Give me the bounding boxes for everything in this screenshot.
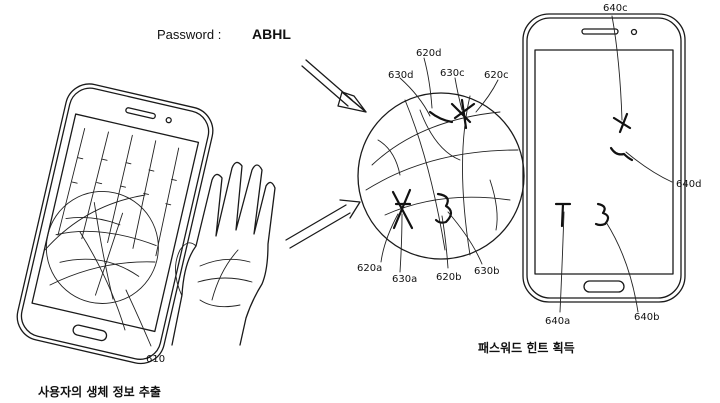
ref-630c: 630c [440, 68, 465, 79]
ref-620b: 620b [436, 272, 461, 283]
camera-icon [630, 28, 638, 36]
hand-illustration [171, 161, 276, 346]
ref-640c: 640c [603, 3, 628, 14]
hint-char-h [612, 112, 632, 134]
ref-620d: 620d [416, 48, 441, 59]
arrow-bottom [285, 199, 361, 249]
caption-password-hint: 패스워드 힌트 획득 [478, 340, 575, 355]
leader-lines [125, 15, 673, 347]
ref-630a: 630a [392, 274, 417, 285]
speaker-icon [581, 28, 619, 35]
ref-620a: 620a [357, 263, 382, 274]
camera-icon [165, 116, 172, 124]
password-value: ABHL [252, 26, 291, 42]
left-phone [16, 83, 214, 365]
password-label: Password : [157, 27, 221, 42]
right-phone [522, 13, 686, 303]
hint-char-b [594, 202, 610, 227]
home-button-icon [72, 324, 108, 342]
char-l-trace [428, 110, 454, 124]
palm-scan-circle [45, 191, 159, 304]
caption-extract-biometric: 사용자의 생체 정보 추출 [38, 384, 161, 399]
ref-640a: 640a [545, 316, 570, 327]
char-b-trace [434, 192, 453, 224]
ref-640b: 640b [634, 312, 659, 323]
arrow-top [301, 59, 367, 113]
magnified-palm-view [357, 92, 525, 260]
ref-620c: 620c [484, 70, 509, 81]
ref-610: 610 [146, 354, 165, 365]
char-a-trace [391, 188, 414, 230]
ref-630d: 630d [388, 70, 413, 81]
hint-char-l [609, 146, 634, 162]
home-button-icon [583, 280, 625, 293]
ref-640d: 640d [676, 179, 701, 190]
speaker-icon [125, 107, 156, 120]
hint-char-a [554, 202, 572, 228]
ref-630b: 630b [474, 266, 499, 277]
char-h-trace [450, 98, 476, 130]
